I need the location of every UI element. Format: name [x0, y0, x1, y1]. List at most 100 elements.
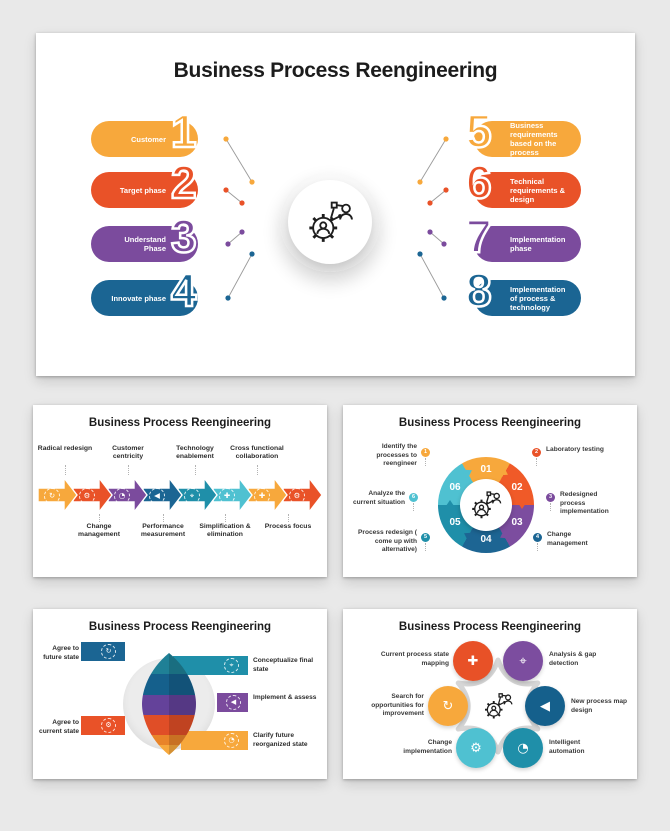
pill-number: 2	[170, 156, 198, 208]
step-label: Performance measurement	[140, 523, 186, 539]
flower-label: Current process state mapping	[380, 651, 449, 667]
step-label: Change management	[78, 523, 120, 539]
step-label: Process focus	[264, 523, 312, 530]
pill-label: Business requirements based on the proce…	[510, 121, 558, 157]
pin-icon: ⌖	[519, 653, 527, 669]
gauge-icon: ◔	[224, 733, 239, 748]
flower-node: ✚	[453, 641, 493, 681]
layered-globe	[142, 653, 196, 755]
step-label: Customer centricity	[112, 445, 144, 461]
slide-title: Business Process Reengineering	[88, 621, 272, 633]
pill-step-1: Customer 1	[91, 107, 198, 157]
flower-label: Change implementation	[403, 739, 452, 755]
step-bullet: 3	[546, 493, 555, 511]
pill-number: 7	[465, 210, 493, 262]
leader-line	[288, 514, 289, 522]
step-label: Technology enablement	[176, 445, 214, 461]
pill-number: 5	[465, 105, 493, 157]
segment-number: 02	[511, 482, 523, 493]
move-icon: ✚	[467, 653, 479, 669]
cycle-label: Process redesign ( come up with alternat…	[357, 529, 417, 554]
pill-number: 8	[465, 264, 493, 316]
state-label: Implement & assess	[253, 694, 317, 701]
state-label: Conceptualize final state	[253, 657, 314, 673]
step-label: Radical redesign	[37, 445, 93, 452]
state-bar: ◀	[217, 693, 248, 712]
pill-number: 3	[170, 210, 198, 262]
state-bar: ⌖	[173, 656, 248, 675]
pin-icon: ⌖	[184, 488, 200, 504]
speaker-icon: ◀	[149, 488, 165, 504]
gear-icon: ⚙	[289, 488, 305, 504]
gear-icon: ⚙	[101, 718, 116, 733]
pill-number: 6	[465, 156, 493, 208]
leader-line	[99, 514, 100, 522]
state-label: Agree to future state	[43, 645, 79, 661]
flower-label: New process map design	[571, 698, 628, 714]
cycle-label: Analyze the current situation	[352, 490, 405, 506]
step-label: Cross functional collaboration	[230, 445, 284, 461]
slide-main-thumbnail[interactable]: Business Process Reengineering Customer …	[36, 33, 635, 376]
slide-sphere-thumbnail[interactable]: Business Process Reengineering ⌖ ◀ ◔ ↻ ⚙…	[33, 609, 327, 779]
state-bar: ⚙	[81, 716, 125, 735]
cycle-center	[460, 479, 512, 531]
gauge-icon: ◔	[114, 488, 130, 504]
flower-node: ⌖	[503, 641, 543, 681]
pill-number: 1	[170, 105, 198, 157]
flower-node: ◀	[525, 686, 565, 726]
gauge-icon: ◔	[517, 740, 529, 756]
pill-label: Target phase	[119, 185, 166, 195]
flower-node: ◔	[503, 728, 543, 768]
pill-step-4: Innovate phase 4	[91, 266, 198, 316]
step-bullet: 6	[409, 493, 418, 511]
refresh-icon: ↻	[442, 698, 454, 714]
pill-step-2: Target phase 2	[91, 158, 198, 208]
center-hub	[280, 172, 380, 272]
pill-label: Technical requirements & design	[510, 176, 566, 204]
gear-person-network-icon	[309, 201, 353, 242]
flower-label: Intelligent automation	[549, 739, 585, 755]
segment-number: 03	[511, 517, 523, 528]
slide-title: Business Process Reengineering	[398, 621, 582, 633]
leader-line	[257, 465, 258, 475]
step-label: Simplification & elimination	[199, 523, 251, 539]
pill-step-7: Implementation phase 7	[465, 212, 581, 262]
leader-line	[65, 465, 66, 475]
gear-icon: ⚙	[79, 488, 95, 504]
pin-icon: ⌖	[224, 658, 239, 673]
pill-label: Understand Phase	[124, 235, 166, 253]
segment-number: 01	[480, 464, 492, 475]
segment-number: 05	[449, 517, 461, 528]
cycle-label: Identify the processes to reengineer	[376, 443, 417, 468]
leader-line	[163, 514, 164, 522]
slide-flower-thumbnail[interactable]: Business Process Reengineering ✚ ⌖ ↻ ◀ ⚙…	[343, 609, 637, 779]
flower-node: ⚙	[456, 728, 496, 768]
state-label: Agree to current state	[39, 719, 79, 735]
refresh-icon: ↻	[101, 644, 116, 659]
slide-title: Business Process Reengineering	[173, 59, 498, 82]
pill-label: Innovate phase	[111, 293, 166, 303]
refresh-icon: ↻	[44, 488, 60, 504]
center-hub-face	[288, 180, 372, 264]
pill-step-3: Understand Phase 3	[91, 212, 198, 262]
state-bar: ↻	[81, 642, 125, 661]
move-icon: ✚	[254, 488, 270, 504]
flower-label: Search for opportunities for improvement	[371, 693, 424, 718]
gear-icon: ⚙	[470, 740, 482, 756]
step-bullet: 4	[533, 533, 542, 551]
speaker-icon: ◀	[226, 695, 241, 710]
slide-arrows-thumbnail[interactable]: Business Process Reengineering ↻ ⚙ ◔ ◀ ⌖…	[33, 405, 327, 577]
gear-network-icon	[484, 693, 513, 719]
step-bullet: 2	[532, 448, 541, 466]
slide-cycle-thumbnail[interactable]: Business Process Reengineering 01 02 03 …	[343, 405, 637, 577]
flower-label: Analysis & gap detection	[549, 651, 597, 667]
step-bullet: 5	[421, 533, 430, 551]
pill-label: Implementation of process & technology	[510, 284, 566, 312]
pill-step-6: Technical requirements & design 6	[465, 158, 581, 208]
segment-number: 04	[480, 534, 492, 545]
state-bar: ◔	[181, 731, 248, 750]
segment-number: 06	[449, 482, 461, 493]
leader-line	[128, 465, 129, 475]
ring-arrowhead	[444, 500, 456, 509]
ring-arrowhead	[516, 500, 528, 509]
